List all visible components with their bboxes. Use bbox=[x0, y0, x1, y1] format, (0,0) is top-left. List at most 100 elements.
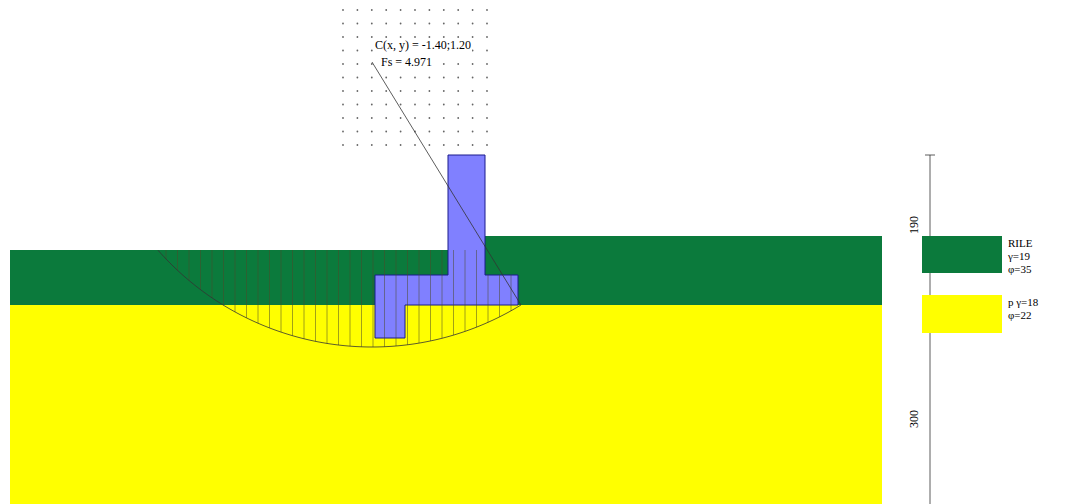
grid-dot bbox=[357, 23, 359, 25]
grid-dot bbox=[357, 131, 359, 133]
slice-line bbox=[396, 250, 397, 346]
grid-dot bbox=[371, 36, 373, 38]
grid-dot bbox=[429, 144, 431, 146]
grid-dot bbox=[357, 50, 359, 52]
grid-dot bbox=[414, 9, 416, 11]
grid-dot bbox=[457, 104, 459, 106]
slice-line bbox=[499, 275, 500, 317]
grid-dot bbox=[486, 104, 488, 106]
soil-layer-p bbox=[10, 305, 882, 504]
grid-dot bbox=[400, 117, 402, 119]
slice-line bbox=[476, 250, 477, 327]
grid-dot bbox=[472, 104, 474, 106]
grid-dot bbox=[429, 117, 431, 119]
grid-dot bbox=[443, 131, 445, 133]
grid-dot bbox=[414, 117, 416, 119]
legend-swatch bbox=[922, 236, 1002, 273]
slice-line bbox=[453, 250, 454, 335]
slice-line bbox=[258, 250, 259, 323]
grid-dot bbox=[385, 9, 387, 11]
grid-dot bbox=[385, 131, 387, 133]
grid-dot bbox=[429, 77, 431, 79]
grid-dot bbox=[486, 144, 488, 146]
slice-line bbox=[166, 250, 167, 259]
grid-dot bbox=[443, 23, 445, 25]
grid-dot bbox=[342, 36, 344, 38]
grid-dot bbox=[357, 63, 359, 65]
slice-line bbox=[361, 250, 362, 347]
grid-dot bbox=[472, 117, 474, 119]
grid-dot bbox=[457, 77, 459, 79]
grid-dot bbox=[443, 9, 445, 11]
safety-factor: Fs = 4.971 bbox=[380, 55, 433, 69]
legend-text: RILE γ=19 φ=35 bbox=[1008, 237, 1052, 276]
slip-circle bbox=[158, 250, 521, 347]
grid-dot bbox=[457, 63, 459, 65]
grid-dot bbox=[457, 131, 459, 133]
slice-line bbox=[430, 250, 431, 341]
grid-dot bbox=[371, 77, 373, 79]
slice-line bbox=[327, 250, 328, 343]
slice-line bbox=[465, 250, 466, 331]
grid-dot bbox=[457, 144, 459, 146]
grid-dot bbox=[400, 144, 402, 146]
grid-dot bbox=[342, 90, 344, 92]
grid-dot bbox=[357, 9, 359, 11]
grid-dot bbox=[371, 144, 373, 146]
grid-dot bbox=[342, 9, 344, 11]
slice-line bbox=[292, 250, 293, 336]
grid-dot bbox=[357, 36, 359, 38]
grid-dot bbox=[443, 104, 445, 106]
grid-dot bbox=[414, 90, 416, 92]
grid-dot bbox=[385, 117, 387, 119]
radius-line bbox=[372, 62, 521, 305]
slice-line bbox=[235, 250, 236, 312]
grid-dot bbox=[342, 63, 344, 65]
grid-dot bbox=[457, 90, 459, 92]
grid-dot bbox=[414, 104, 416, 106]
grid-dot bbox=[357, 117, 359, 119]
grid-dot bbox=[385, 144, 387, 146]
grid-dot bbox=[357, 77, 359, 79]
slice-line bbox=[189, 250, 190, 280]
grid-dot bbox=[342, 50, 344, 52]
legend-swatch bbox=[922, 295, 1002, 333]
grid-dot bbox=[371, 117, 373, 119]
center-coordinates: C(x, y) = -1.40;1.20 bbox=[374, 38, 472, 52]
slice-line bbox=[350, 250, 351, 346]
grid-dot bbox=[400, 104, 402, 106]
grid-dot bbox=[342, 131, 344, 133]
slice-line bbox=[419, 250, 420, 343]
grid-dot bbox=[385, 23, 387, 25]
grid-dot bbox=[486, 50, 488, 52]
slice-line bbox=[384, 250, 385, 347]
slice-line bbox=[177, 250, 178, 270]
grid-dot bbox=[457, 23, 459, 25]
grid-dot bbox=[400, 131, 402, 133]
grid-dot bbox=[472, 9, 474, 11]
grid-dot bbox=[472, 90, 474, 92]
slice-line bbox=[488, 275, 489, 322]
slice-line bbox=[511, 275, 512, 311]
grid-dot bbox=[429, 104, 431, 106]
grid-dot bbox=[472, 131, 474, 133]
grid-dot bbox=[443, 144, 445, 146]
grid-dot bbox=[371, 23, 373, 25]
grid-dot bbox=[357, 144, 359, 146]
slice-line bbox=[315, 250, 316, 341]
grid-dot bbox=[457, 117, 459, 119]
grid-dot bbox=[385, 77, 387, 79]
grid-dot bbox=[414, 144, 416, 146]
slice-line bbox=[269, 250, 270, 328]
grid-dot bbox=[371, 9, 373, 11]
grid-dot bbox=[472, 23, 474, 25]
scale-tick bbox=[925, 155, 935, 156]
grid-dot bbox=[400, 9, 402, 11]
slice-line bbox=[223, 250, 224, 305]
slice-line bbox=[442, 250, 443, 338]
grid-dot bbox=[486, 131, 488, 133]
grid-dot bbox=[371, 50, 373, 52]
grid-dot bbox=[429, 9, 431, 11]
grid-dot bbox=[357, 104, 359, 106]
